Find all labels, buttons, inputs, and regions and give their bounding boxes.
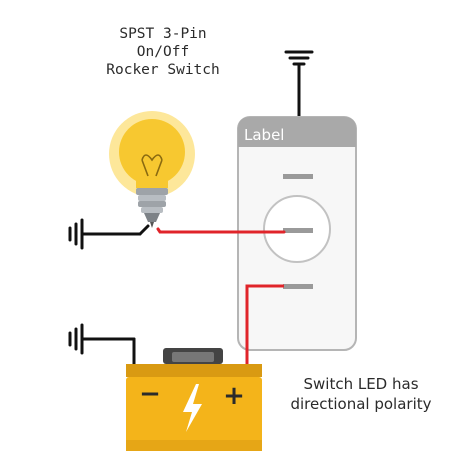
ground-symbol-battery <box>68 323 136 367</box>
polarity-note: Switch LED has directional polarity <box>290 375 431 413</box>
lightning-bolt-icon <box>183 384 202 432</box>
title-line-3: Rocker Switch <box>106 62 220 78</box>
note-line-2: directional polarity <box>290 395 431 413</box>
battery-icon: − + <box>126 348 262 451</box>
switch-pin-middle <box>283 228 313 233</box>
rocker-switch: Label <box>237 116 357 351</box>
battery-negative-symbol: − <box>139 379 161 409</box>
battery-positive-symbol: + <box>223 381 245 411</box>
red-wire-battery-to-switch <box>245 284 284 365</box>
switch-pin-bottom <box>283 284 313 289</box>
light-bulb-icon <box>109 111 195 228</box>
title-line-1: SPST 3-Pin <box>119 26 206 42</box>
switch-label-bar <box>238 117 356 147</box>
switch-label-text: Label <box>244 126 284 144</box>
note-line-1: Switch LED has <box>303 375 418 393</box>
red-wire-bulb-to-switch <box>156 227 286 234</box>
diagram-title: SPST 3-Pin On/Off Rocker Switch <box>106 26 220 78</box>
title-line-2: On/Off <box>137 44 189 60</box>
ground-symbol-bulb <box>68 218 150 250</box>
switch-pin-top <box>283 174 313 179</box>
